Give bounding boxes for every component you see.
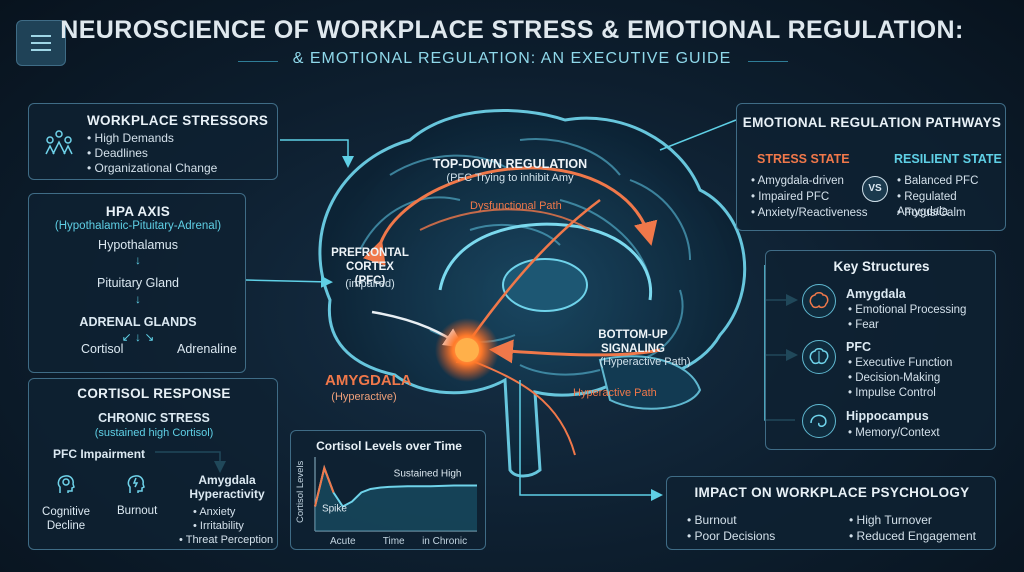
pituitary-label: Pituitary Gland <box>97 276 179 290</box>
top-down-arrow <box>362 166 658 266</box>
top-down-title: TOP-DOWN REGULATION <box>432 157 588 171</box>
pfc-brain-title: PREFRONTAL CORTEX (PFC) <box>331 247 409 287</box>
resilient-item: Focus/Calm <box>897 206 965 221</box>
pfc-brain-subtitle: (impaired) <box>345 278 395 290</box>
impact-item: Poor Decisions <box>687 529 776 544</box>
subtitle-rule-left <box>238 61 278 62</box>
burnout-head-icon <box>125 473 147 495</box>
pfc-impairment-label: PFC Impairment <box>53 447 146 461</box>
stressors-title: WORKPLACE STRESSORS <box>87 113 269 128</box>
impact-item: Burnout <box>687 513 737 528</box>
hpa-subtitle: (Hypothalamic-Pituitary-Adrenal) <box>54 220 222 232</box>
stressor-item: Organizational Change <box>87 161 218 176</box>
amygdala-brain-subtitle: (Hyperactive) <box>331 391 397 403</box>
page-subtitle: & EMOTIONAL REGULATION: AN EXECUTIVE GUI… <box>292 50 732 67</box>
regulation-panel: EMOTIONAL REGULATION PATHWAYS STRESS STA… <box>736 103 1006 231</box>
menu-icon[interactable] <box>16 20 66 66</box>
stressors-panel: WORKPLACE STRESSORS High Demands Deadlin… <box>28 103 278 180</box>
dysfunctional-arrow <box>419 208 591 231</box>
amygdala-brain-title: AMYGDALA <box>325 372 412 389</box>
impact-panel: IMPACT ON WORKPLACE PSYCHOLOGY Burnout P… <box>666 476 996 550</box>
stressor-item: High Demands <box>87 131 174 146</box>
resilient-state-title: RESILIENT STATE <box>894 152 1002 166</box>
regulation-title: EMOTIONAL REGULATION PATHWAYS <box>742 115 1002 130</box>
chronic-stress-subtitle: (sustained high Cortisol) <box>94 427 214 439</box>
arrow-down-icon: ↓ <box>135 292 141 306</box>
chronic-stress-title: CHRONIC STRESS <box>98 411 210 425</box>
stress-item: Anxiety/Reactiveness <box>751 206 868 221</box>
impact-item: Reduced Engagement <box>849 529 976 544</box>
cortisol-response-title: CORTISOL RESPONSE <box>77 386 231 401</box>
chart-spike-label: Spike <box>322 503 347 514</box>
amygdala-structure-name: Amygdala <box>846 287 906 301</box>
arrow-split-icon: ↙ ↓ ↘ <box>121 330 155 344</box>
top-down-subtitle: (PFC Trying to inhibit Amy <box>446 172 574 184</box>
adrenal-label: ADRENAL GLANDS <box>79 315 197 329</box>
team-icon <box>43 126 75 158</box>
amygdala-brain-icon <box>802 284 836 318</box>
amygdala-to-top-arrow <box>468 199 601 341</box>
stressor-item: Deadlines <box>87 146 148 161</box>
chart-x-tick: Time <box>383 536 405 547</box>
hyper-item: Anxiety <box>193 505 235 519</box>
amygdala-structure-item: Emotional Processing <box>848 303 966 318</box>
vs-badge: VS <box>862 176 888 202</box>
cortisol-label: Cortisol <box>81 342 124 356</box>
hyper-item: Threat Perception <box>179 533 273 547</box>
subtitle-rule-right <box>748 61 788 62</box>
hypothalamus-label: Hypothalamus <box>98 238 178 252</box>
stress-item: Amygdala-driven <box>751 174 844 189</box>
pfc-structure-item: Impulse Control <box>848 386 936 401</box>
bottom-up-arrow <box>489 339 661 364</box>
vs-label: VS <box>868 183 882 194</box>
cortisol-response-panel: CORTISOL RESPONSE CHRONIC STRESS (sustai… <box>28 378 278 550</box>
amygdala-hyper-title: Amygdala Hyperactivity <box>189 473 265 501</box>
arrow-down-icon: ↓ <box>135 253 141 267</box>
pfc-brain-icon <box>802 340 836 374</box>
chart-title: Cortisol Levels over Time <box>316 439 462 453</box>
chart-x-tick: Acute <box>330 536 356 547</box>
bottom-up-subtitle: (Hyperactive Path) <box>599 356 691 368</box>
key-structures-panel: Key Structures Amygdala Emotional Proces… <box>765 250 996 450</box>
chart-x-tick: in Chronic <box>422 536 467 547</box>
pfc-structure-item: Executive Function <box>848 356 952 371</box>
page-title: NEUROSCIENCE OF WORKPLACE STRESS & EMOTI… <box>60 16 964 44</box>
bottom-up-title: BOTTOM-UP SIGNALING <box>598 329 668 355</box>
impact-title: IMPACT ON WORKPLACE PSYCHOLOGY <box>694 485 970 500</box>
cerebellum <box>598 355 702 410</box>
hyperactive-path-label: Hyperactive Path <box>573 387 657 399</box>
stress-state-title: STRESS STATE <box>757 152 850 166</box>
chart-ylabel: Cortisol Levels <box>295 460 306 523</box>
cortisol-chart-panel: Cortisol Levels over Time Spike Sustained… <box>290 430 486 550</box>
pfc-structure-item: Decision-Making <box>848 371 940 386</box>
chart-spike-line <box>314 464 335 507</box>
hpa-axis-panel: HPA AXIS (Hypothalamic-Pituitary-Adrenal… <box>28 193 246 373</box>
burnout-label: Burnout <box>117 505 158 517</box>
pfc-structure-name: PFC <box>846 340 871 354</box>
stress-item: Impaired PFC <box>751 190 829 205</box>
hpa-title: HPA AXIS <box>105 204 171 219</box>
impact-item: High Turnover <box>849 513 932 528</box>
thalamus-shape <box>502 258 588 312</box>
hippocampus-structure-item: Memory/Context <box>848 426 939 441</box>
adrenaline-label: Adrenaline <box>177 342 237 356</box>
dysfunctional-path-label: Dysfunctional Path <box>470 200 562 212</box>
amygdala-structure-item: Fear <box>848 318 879 333</box>
resilient-item: Balanced PFC <box>897 174 978 189</box>
head-brain-icon <box>55 473 77 495</box>
cognitive-decline-label: Cognitive Decline <box>42 506 90 532</box>
key-structures-title: Key Structures <box>833 259 930 274</box>
chart-area <box>315 468 477 531</box>
amygdala-core <box>455 338 479 362</box>
hyper-item: Irritability <box>193 519 244 533</box>
chart-sustained-label: Sustained High <box>394 468 462 479</box>
hippocampus-structure-name: Hippocampus <box>846 409 929 423</box>
hippocampus-icon <box>802 404 836 438</box>
